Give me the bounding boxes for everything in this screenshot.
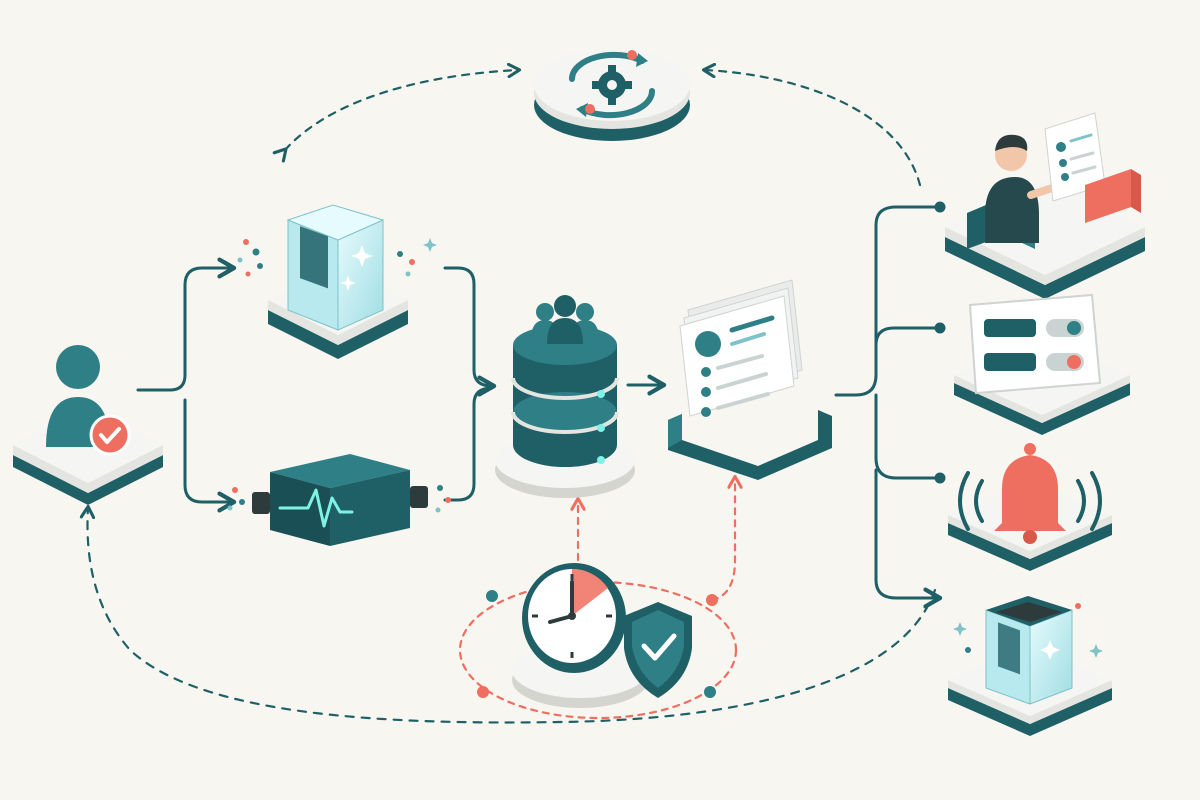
scheduler-node[interactable] [512,563,692,708]
user-check-icon [46,345,131,456]
branch-to-archive [874,468,943,609]
signal-waveform-icon [252,454,428,546]
connectors [79,62,946,724]
bell-alert-icon [958,443,1102,544]
coral-dashed-to-records [710,474,743,602]
arrow-monitor-to-database [443,386,494,502]
alerts-node[interactable] [948,443,1112,571]
user-node[interactable] [13,345,163,505]
person-review-icon [967,112,1141,249]
branch-to-settings [874,326,938,347]
reviewer-node[interactable] [945,112,1145,299]
database-users-icon [511,295,619,467]
dashed-arrow-to-sync-left [272,62,522,163]
database-node[interactable] [495,295,635,498]
toggle-panel-icon [968,293,1102,395]
particles [227,485,451,513]
dashed-arrow-from-right [701,62,922,187]
gear-cycle-icon [568,50,656,119]
dashed-return-loop [79,504,937,724]
cryo-vault-icon [286,204,385,331]
arrow-vault-to-database [443,266,497,397]
settings-node[interactable] [954,293,1130,435]
sync-node[interactable] [534,49,690,141]
arrow-user-to-monitor [183,398,237,513]
particles [237,238,437,277]
coral-orbit [458,580,738,720]
monitor-node[interactable] [227,454,452,546]
archive-node[interactable] [948,596,1112,736]
vault-node[interactable] [237,204,438,359]
arrow-user-to-vault [136,257,237,392]
clock-shield-icon [522,563,692,698]
archive-vault-icon [953,596,1103,705]
profile-records-icon [668,279,832,480]
records-node[interactable] [668,279,832,480]
arrow-records-to-outputs [834,205,938,397]
branch-to-alerts [874,393,938,480]
